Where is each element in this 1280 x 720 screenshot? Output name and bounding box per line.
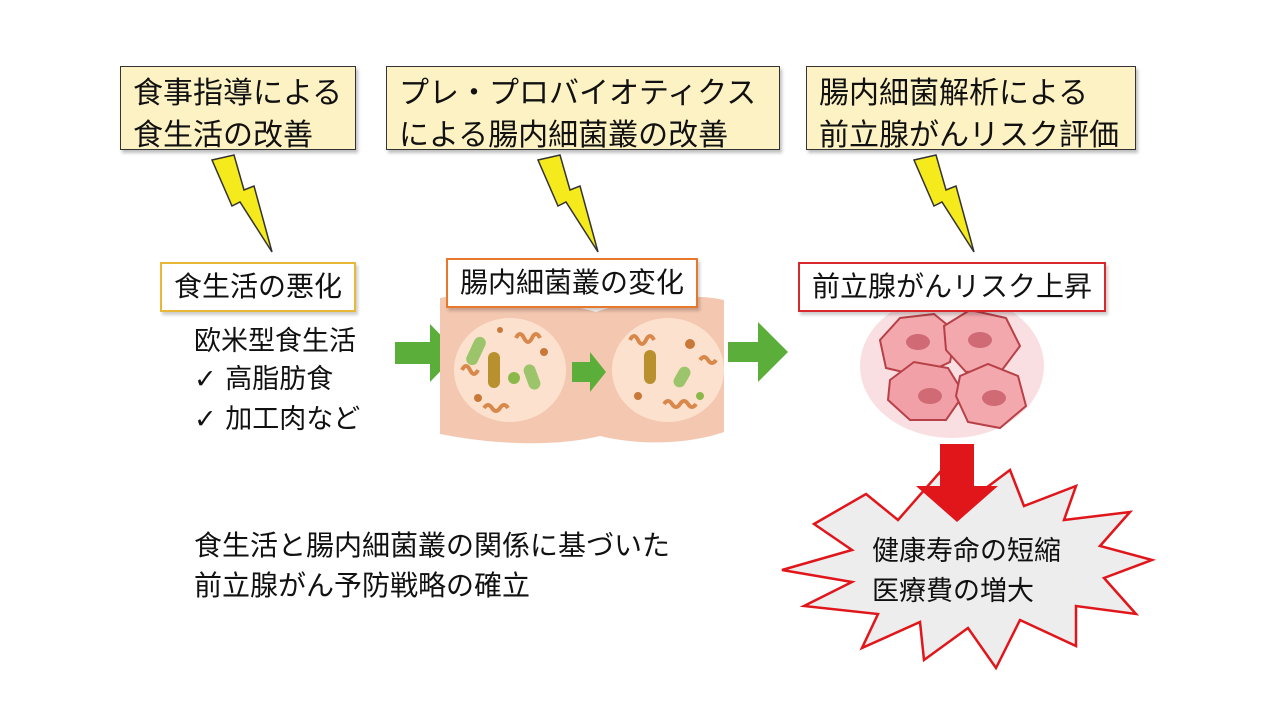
diet-item-high-fat: ✓ 高脂肪食 — [194, 364, 334, 395]
stage-flora-change: 腸内細菌叢の変化 — [446, 258, 699, 308]
cancer-cells-illustration — [860, 294, 1044, 438]
outcome-starburst — [781, 468, 1157, 671]
diet-item-processed-meat: ✓ 加工肉など — [194, 404, 361, 435]
stage-diet-worse: 食生活の悪化 — [160, 262, 357, 312]
diet-heading: 欧米型食生活 — [194, 326, 356, 357]
analysis-box: 腸内細菌解析による 前立腺がんリスク評価 — [806, 66, 1136, 153]
intestine-illustration — [440, 293, 724, 444]
analysis-line2: 前立腺がんリスク評価 — [819, 118, 1119, 153]
lightning-bolt-icon — [912, 154, 975, 253]
diet-guidance-line2: 食生活の改善 — [133, 118, 313, 153]
outcome-line1: 健康寿命の短縮 — [872, 536, 1061, 567]
diet-guidance-box: 食事指導による 食生活の改善 — [120, 66, 356, 153]
probiotics-box: プレ・プロバイオティクス による腸内細菌叢の改善 — [386, 66, 780, 153]
probiotics-line2: による腸内細菌叢の改善 — [399, 118, 729, 153]
lightning-bolt-icon — [210, 154, 273, 253]
stage-risk-up: 前立腺がんリスク上昇 — [798, 262, 1107, 312]
analysis-line1: 腸内細菌解析による — [819, 76, 1089, 111]
probiotics-line1: プレ・プロバイオティクス — [399, 76, 757, 111]
green-arrow-right — [728, 322, 788, 382]
red-down-arrow — [916, 444, 998, 522]
lightning-bolt-icon — [536, 154, 599, 253]
diet-guidance-line1: 食事指導による — [133, 76, 343, 111]
conclusion-line1: 食生活と腸内細菌叢の関係に基づいた — [194, 529, 671, 562]
outcome-line2: 医療費の増大 — [872, 576, 1034, 607]
conclusion-line2: 前立腺がん予防戦略の確立 — [194, 569, 531, 602]
